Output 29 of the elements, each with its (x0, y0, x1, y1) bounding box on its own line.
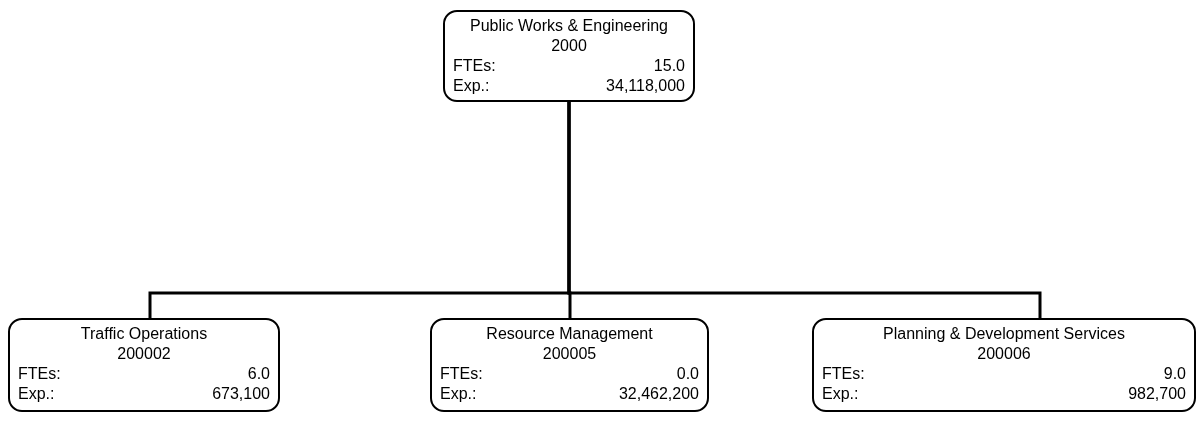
unit-code: 200002 (117, 344, 171, 364)
row-value: 982,700 (1128, 384, 1186, 404)
row-label: Exp.: (18, 384, 55, 404)
unit-name: Resource Management (485, 324, 654, 344)
unit-code: 2000 (551, 36, 587, 56)
row-label: Exp.: (453, 76, 490, 96)
org-unit-box (8, 318, 280, 412)
row-value: 673,100 (212, 384, 270, 404)
org-unit-box (443, 10, 695, 102)
org-unit-box (430, 318, 709, 412)
row-value: 6.0 (247, 364, 270, 384)
row-label: Exp.: (440, 384, 477, 404)
row-label: FTEs: (453, 56, 496, 76)
row-value: 0.0 (676, 364, 699, 384)
unit-name: Planning & Development Services (882, 324, 1126, 344)
row-label: FTEs: (18, 364, 61, 384)
row-label: FTEs: (440, 364, 483, 384)
row-value: 32,462,200 (618, 384, 699, 404)
connector-line (567, 102, 1042, 318)
unit-code: 200006 (977, 344, 1031, 364)
unit-code: 200005 (542, 344, 597, 364)
row-value: 15.0 (653, 56, 685, 76)
row-label: FTEs: (822, 364, 865, 384)
unit-name: Traffic Operations (79, 324, 209, 344)
row-value: 9.0 (1163, 364, 1186, 384)
row-label: Exp.: (822, 384, 859, 404)
unit-name: Public Works & Engineering (469, 16, 669, 36)
row-value: 34,118,000 (606, 76, 685, 96)
org-unit-box (812, 318, 1196, 412)
